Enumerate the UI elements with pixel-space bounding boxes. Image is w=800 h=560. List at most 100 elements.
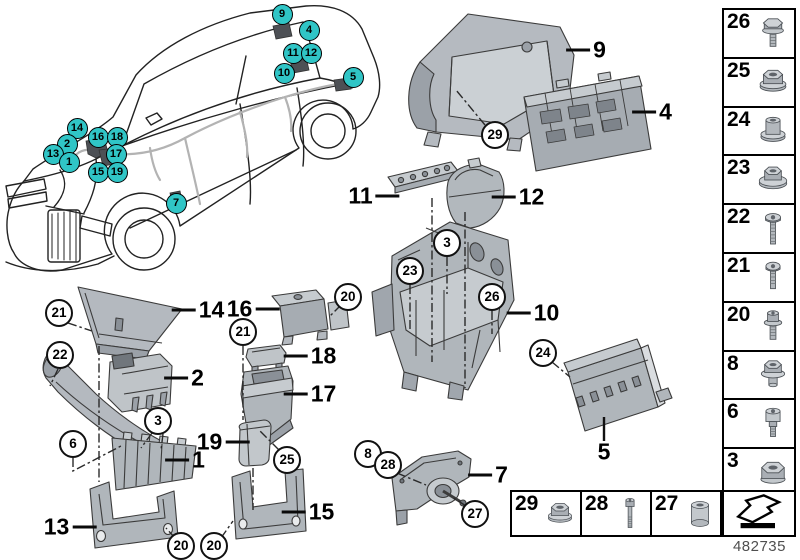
part-label-5[interactable]: 5 xyxy=(598,439,611,466)
sidebar-item-number: 6 xyxy=(727,400,739,424)
sidebar-item-20[interactable]: 20 xyxy=(724,303,794,352)
sidebar-item-23[interactable]: 23 xyxy=(724,156,794,206)
part-1-drawing xyxy=(111,431,197,491)
hardware-callout-21-5[interactable]: 21 xyxy=(45,299,73,327)
spacer-sleeve-icon xyxy=(682,493,718,534)
sidebar-item-25[interactable]: 25 xyxy=(724,59,794,108)
label-leader-line xyxy=(283,392,308,396)
part-label-12[interactable]: 12 xyxy=(491,183,545,211)
car-callout-19[interactable]: 19 xyxy=(106,161,128,183)
hardware-callout-21-7[interactable]: 21 xyxy=(229,318,257,346)
part-number-text: 12 xyxy=(518,183,545,210)
hex-sleeve-nut-icon xyxy=(753,353,793,397)
part-number-text: 7 xyxy=(495,461,508,488)
part-13-drawing xyxy=(89,481,179,549)
hardware-callout-28-13[interactable]: 28 xyxy=(374,451,402,479)
fastener-legend-row: 29 28 27 xyxy=(510,490,722,537)
hardware-callout-29-0[interactable]: 29 xyxy=(481,121,509,149)
label-leader-line xyxy=(491,195,516,199)
label-leader-line xyxy=(255,307,280,311)
car-callout-10[interactable]: 10 xyxy=(273,62,295,84)
label-leader-line xyxy=(171,308,196,312)
part-label-1[interactable]: 1 xyxy=(165,447,205,474)
sleeve-nut-icon xyxy=(753,109,793,153)
sidebar-item-number: 21 xyxy=(727,253,751,277)
part-12-drawing xyxy=(446,157,505,229)
part-label-7[interactable]: 7 xyxy=(468,462,508,489)
hardware-callout-27-14[interactable]: 27 xyxy=(461,500,489,528)
leader-lines xyxy=(49,89,571,539)
part-label-18[interactable]: 18 xyxy=(283,342,337,370)
car-callout-14[interactable]: 14 xyxy=(66,117,88,139)
sidebar-item-6[interactable]: 6 xyxy=(724,400,794,450)
part-label-13[interactable]: 13 xyxy=(44,514,97,541)
sidebar-item-number: 23 xyxy=(727,156,751,180)
part-number-text: 4 xyxy=(659,98,672,125)
label-leader-line xyxy=(468,473,493,477)
part-14-drawing xyxy=(77,286,183,360)
hex-flange-nut-icon xyxy=(753,60,793,104)
sidebar-item-number: 20 xyxy=(727,302,751,326)
part-label-4[interactable]: 4 xyxy=(632,99,672,126)
part-number-text: 15 xyxy=(308,498,335,525)
socket-step-screw-icon xyxy=(753,402,793,446)
car-callout-12[interactable]: 12 xyxy=(300,42,322,64)
car-callout-7[interactable]: 7 xyxy=(165,192,187,214)
part-label-17[interactable]: 17 xyxy=(283,381,336,408)
hardware-callout-20-8[interactable]: 20 xyxy=(334,283,362,311)
car-callout-4[interactable]: 4 xyxy=(298,19,320,41)
part-label-19[interactable]: 19 xyxy=(197,429,250,456)
hardware-callout-6-11[interactable]: 6 xyxy=(59,430,87,458)
car-callout-1[interactable]: 1 xyxy=(58,151,80,173)
legend-item-number: 29 xyxy=(515,492,539,515)
part-label-16[interactable]: 16 xyxy=(227,296,280,323)
hardware-callout-22-6[interactable]: 22 xyxy=(46,341,74,369)
legend-item-29[interactable]: 29 xyxy=(510,490,582,537)
part-label-10[interactable]: 10 xyxy=(506,300,559,327)
legend-item-27[interactable]: 27 xyxy=(650,490,722,537)
part-label-15[interactable]: 15 xyxy=(281,498,335,526)
part-number-text: 14 xyxy=(198,296,225,323)
hex-flange-nut-large-icon xyxy=(753,451,793,495)
sidebar-item-number: 24 xyxy=(727,107,751,131)
part-18-drawing xyxy=(245,344,287,373)
part-19-drawing xyxy=(238,419,272,467)
hardware-callout-3-1[interactable]: 3 xyxy=(433,229,461,257)
car-callout-5[interactable]: 5 xyxy=(342,66,364,88)
sidebar-item-number: 22 xyxy=(727,205,751,229)
part-number-text: 18 xyxy=(310,342,337,369)
part-label-14[interactable]: 14 xyxy=(171,296,225,324)
label-leader-line xyxy=(72,525,97,529)
torx-pan-head-screw-icon xyxy=(753,207,793,251)
label-leader-line xyxy=(281,510,306,514)
part-number-text: 5 xyxy=(597,438,611,465)
hex-flange-nut-icon xyxy=(542,493,578,534)
diagram-number: 482735 xyxy=(732,538,786,555)
part-15-drawing xyxy=(231,468,307,540)
sidebar-item-26[interactable]: 26 xyxy=(724,10,794,59)
hardware-callout-26-3[interactable]: 26 xyxy=(478,283,506,311)
hardware-callout-20-15[interactable]: 20 xyxy=(167,532,195,560)
hardware-callout-24-4[interactable]: 24 xyxy=(529,339,557,367)
part-label-2[interactable]: 2 xyxy=(164,365,204,392)
part-number-text: 13 xyxy=(43,513,70,540)
part-label-11[interactable]: 11 xyxy=(348,183,400,210)
hardware-callout-25-10[interactable]: 25 xyxy=(273,446,301,474)
sidebar-item-8[interactable]: 8 xyxy=(724,352,794,401)
legend-item-number: 28 xyxy=(585,492,609,515)
sidebar-item-21[interactable]: 21 xyxy=(724,254,794,303)
part-label-9[interactable]: 9 xyxy=(566,37,606,64)
car-callout-15[interactable]: 15 xyxy=(87,161,109,183)
sidebar-item-22[interactable]: 22 xyxy=(724,205,794,254)
hardware-callout-3-9[interactable]: 3 xyxy=(144,407,172,435)
car-callout-16[interactable]: 16 xyxy=(87,126,109,148)
hardware-callout-20-16[interactable]: 20 xyxy=(200,532,228,560)
legend-item-28[interactable]: 28 xyxy=(580,490,652,537)
sidebar-item-24[interactable]: 24 xyxy=(724,108,794,157)
sidebar-item-3[interactable]: 3 xyxy=(724,449,794,496)
label-leader-line xyxy=(283,354,308,358)
car-callout-9[interactable]: 9 xyxy=(271,3,293,25)
hardware-callout-23-2[interactable]: 23 xyxy=(396,257,424,285)
